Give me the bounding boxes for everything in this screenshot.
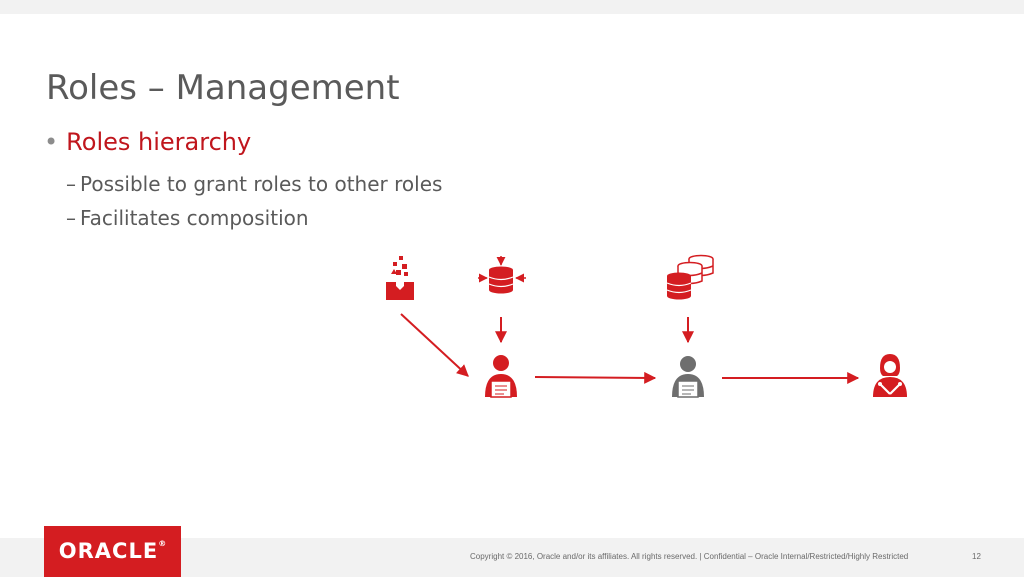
oracle-logo: ORACLE® (44, 526, 181, 577)
data-export-icon (386, 256, 414, 300)
sub-bullet-marker: – (66, 206, 76, 230)
sub-bullet-composition: –Facilitates composition (66, 206, 309, 230)
db-import-icon (478, 256, 526, 294)
bullet-marker: • (44, 128, 59, 156)
role-user-gray-icon (672, 356, 704, 398)
logo-text: ORACLE (58, 539, 159, 563)
arrow-role-to-role (534, 371, 657, 384)
sub-bullet-text: Facilitates composition (80, 206, 309, 230)
role-user-red-icon (485, 355, 517, 398)
db-stack-icon (666, 254, 714, 300)
arrow-export-to-role (400, 313, 469, 377)
top-bar (0, 0, 1024, 14)
sub-bullet-marker: – (66, 172, 76, 196)
copyright-text: Copyright © 2016, Oracle and/or its affi… (470, 552, 909, 561)
sub-bullet-grant-roles: –Possible to grant roles to other roles (66, 172, 442, 196)
page-number: 12 (972, 552, 981, 561)
logo-registered-mark: ® (158, 539, 167, 548)
bullet-roles-hierarchy: •Roles hierarchy (44, 128, 251, 156)
bullet-text: Roles hierarchy (66, 128, 252, 156)
slide-title: Roles – Management (46, 68, 400, 108)
sub-bullet-text: Possible to grant roles to other roles (80, 172, 443, 196)
admin-user-icon (873, 354, 907, 397)
